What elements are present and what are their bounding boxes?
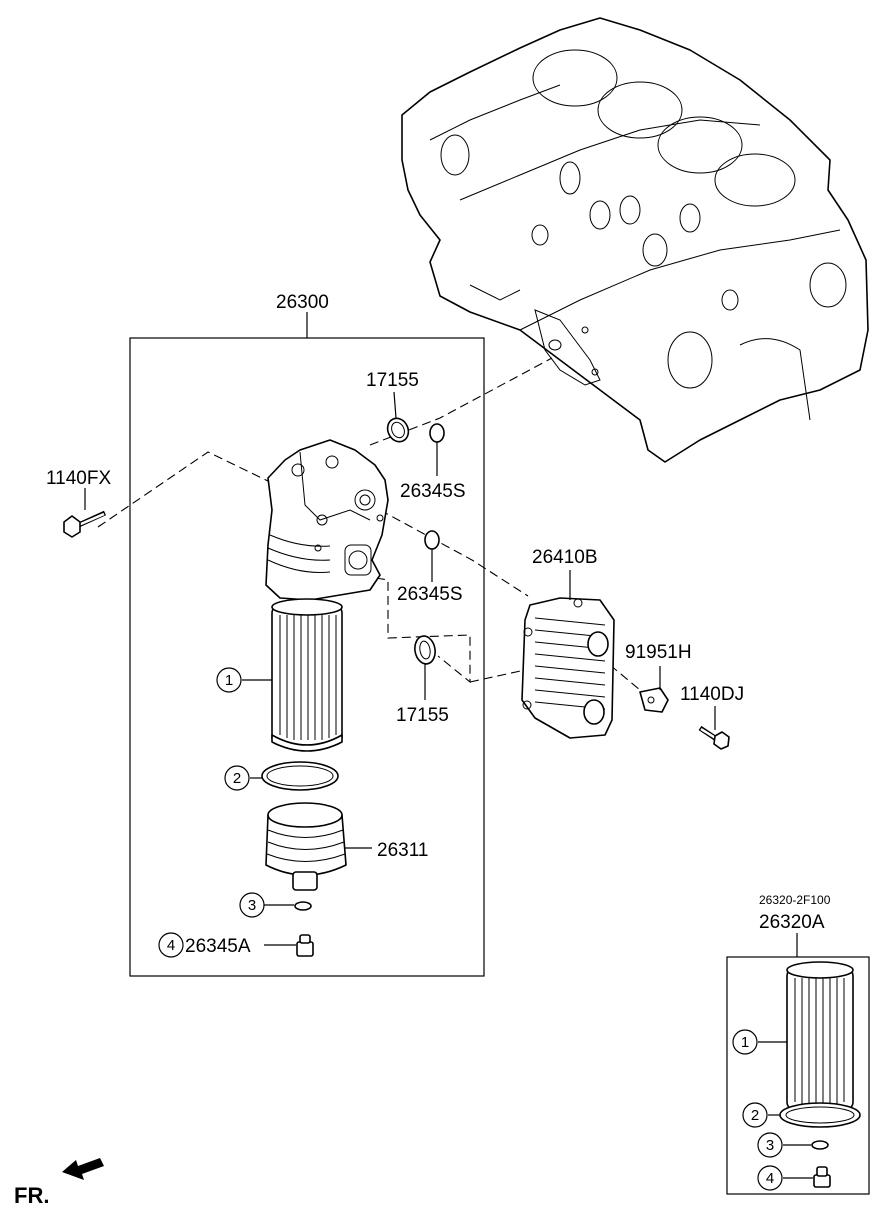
front-arrow-icon — [62, 1158, 104, 1180]
bracket — [639, 687, 669, 713]
kit-callout-2: 2 — [742, 1102, 768, 1128]
callout-2: 2 — [224, 765, 250, 791]
svg-text:4: 4 — [766, 1170, 774, 1187]
filter-cap — [265, 802, 347, 891]
small-o-ring — [294, 901, 312, 911]
gasket-upper — [429, 423, 445, 443]
bolt-left — [63, 510, 107, 538]
svg-text:3: 3 — [766, 1137, 774, 1154]
callout-3: 3 — [239, 892, 265, 918]
oil-filter-housing — [265, 439, 389, 601]
label-bracket: 91951H — [625, 642, 692, 663]
orientation-label: FR. — [14, 1183, 49, 1208]
o-ring-upper-leader — [393, 391, 397, 419]
label-bolt-right: 1140DJ — [680, 684, 744, 705]
kit-callout-1: 1 — [732, 1029, 758, 1055]
svg-text:2: 2 — [233, 770, 241, 787]
svg-text:3: 3 — [248, 897, 256, 914]
label-o-ring-lower: 17155 — [396, 705, 449, 726]
oil-cooler — [521, 597, 615, 739]
svg-text:1: 1 — [225, 672, 233, 689]
kit-small-o-ring — [811, 1140, 829, 1150]
label-gasket-lower: 26345S — [397, 584, 463, 605]
label-assembly: 26300 — [276, 292, 329, 313]
kit-drain-plug — [813, 1166, 831, 1188]
label-cap: 26311 — [377, 840, 428, 861]
label-kit: 26320A — [759, 912, 825, 933]
bolt-right — [698, 725, 730, 750]
label-bolt-left: 1140FX — [46, 468, 111, 489]
kit-filter-element — [786, 961, 854, 1111]
label-cooler: 26410B — [532, 547, 598, 568]
o-ring-lower — [414, 635, 436, 665]
label-o-ring-upper: 17155 — [366, 370, 419, 391]
gasket-lower — [424, 530, 440, 550]
label-drain-plug: 26345A — [185, 936, 251, 957]
kit-callout-4: 4 — [757, 1165, 783, 1191]
o-ring-upper — [386, 417, 410, 443]
filter-o-ring — [261, 761, 339, 791]
kit-box — [726, 956, 870, 1195]
svg-text:1: 1 — [741, 1034, 749, 1051]
drain-plug — [296, 934, 314, 957]
kit-callout-3: 3 — [757, 1132, 783, 1158]
label-gasket-upper: 26345S — [400, 481, 466, 502]
engine-block — [401, 17, 869, 463]
svg-text:2: 2 — [751, 1107, 759, 1124]
filter-element — [271, 598, 343, 752]
callout-1: 1 — [216, 667, 242, 693]
svg-text:4: 4 — [167, 937, 175, 954]
label-kit-code: 26320-2F100 — [759, 893, 831, 907]
callout-4: 4 — [158, 932, 184, 958]
